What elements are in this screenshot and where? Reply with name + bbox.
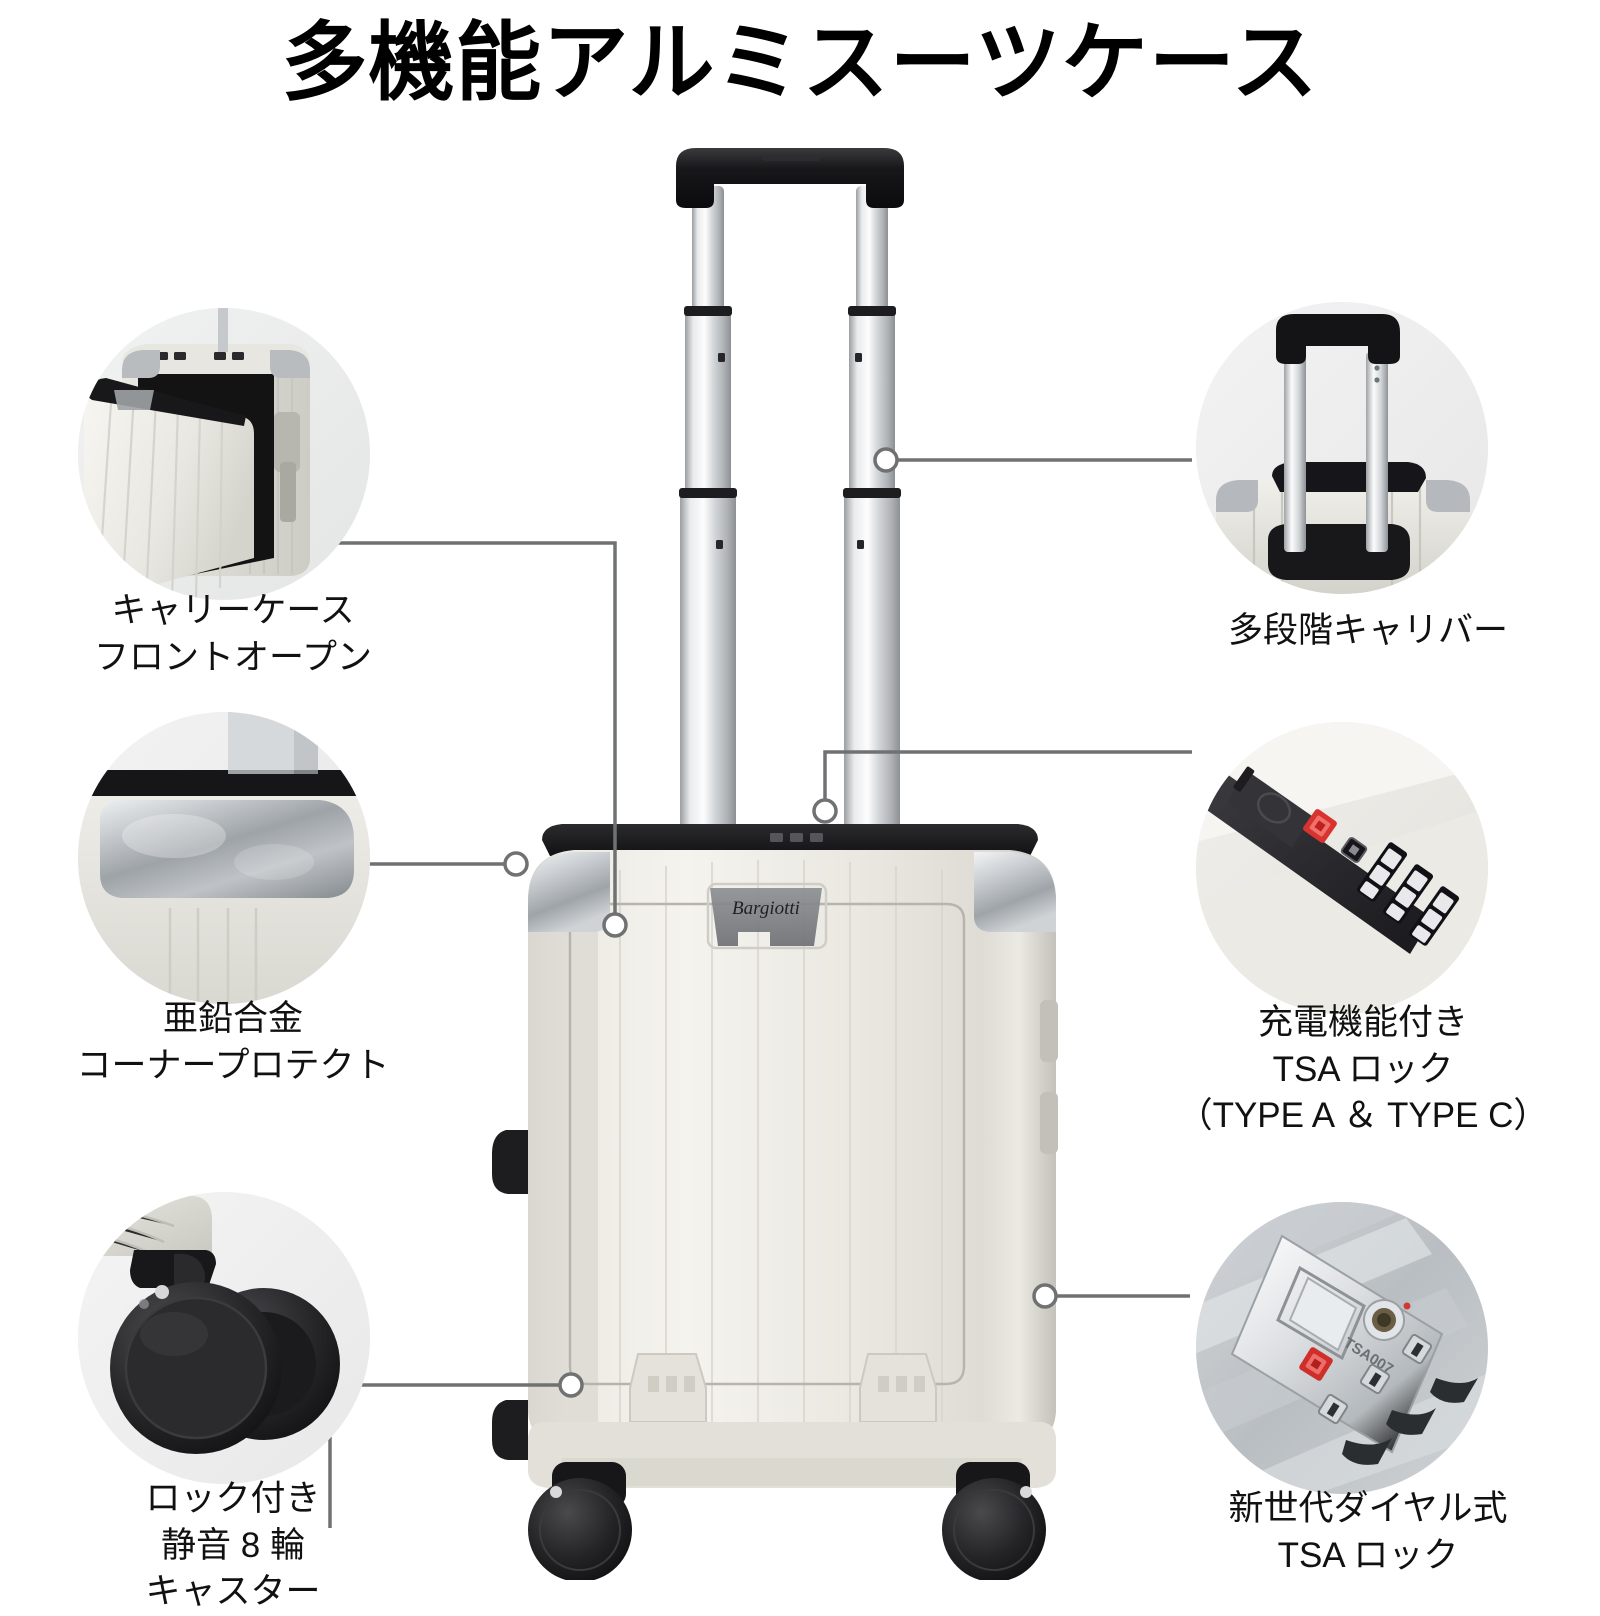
caption-tsa-dial-lock: 新世代ダイヤル式 TSA ロック bbox=[1228, 1489, 1508, 1575]
telescoping-handle-photo bbox=[1196, 302, 1488, 594]
caption-caster-wheels: ロック付き 静音 8 輪 キャスター bbox=[145, 1479, 321, 1612]
caption-corner-protect: 亜鉛合金 コーナープロテクト bbox=[76, 999, 390, 1085]
front-open-photo bbox=[78, 308, 370, 600]
caption-telescoping-handle: 多段階キャリバー bbox=[1227, 611, 1508, 650]
caster-wheel-photo bbox=[78, 1192, 370, 1484]
tsa-dial-lock-photo: TSA007 bbox=[1196, 1202, 1488, 1494]
tsa-usb-lock-photo bbox=[1196, 722, 1488, 1014]
page-title: 多機能アルミスーツケース bbox=[281, 15, 1319, 111]
caption-tsa-usb-lock: 充電機能付き TSA ロック （TYPE A ＆ TYPE C） bbox=[1177, 1003, 1549, 1136]
brand-mark: Bargiotti bbox=[732, 898, 800, 919]
corner-protector-photo bbox=[78, 712, 370, 1004]
caption-front-open: キャリーケース フロントオープン bbox=[94, 591, 372, 677]
